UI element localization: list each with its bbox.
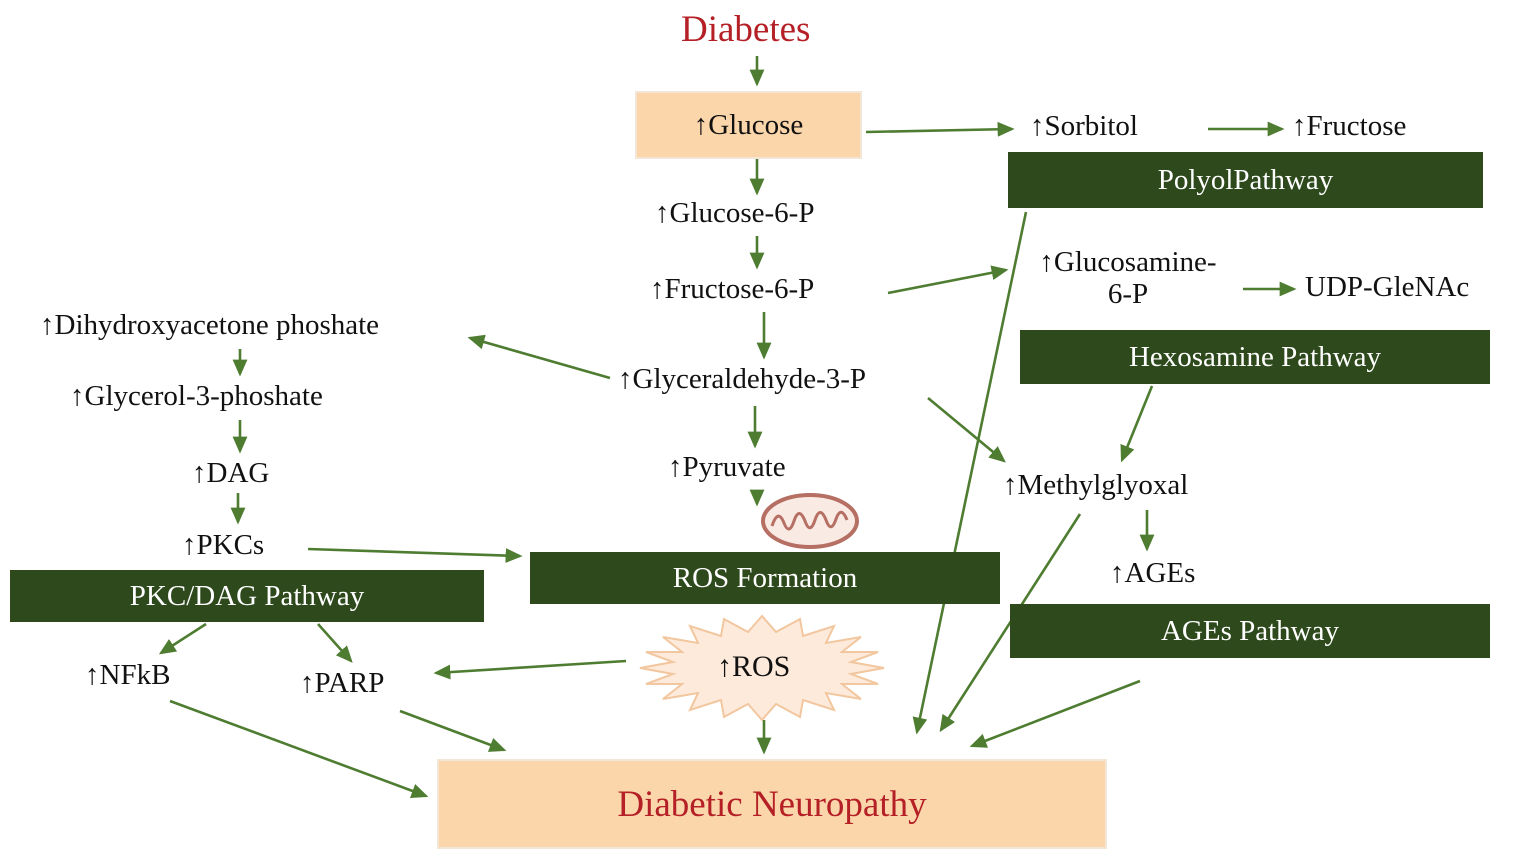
diabetic-neuropathy-label: Diabetic Neuropathy [617, 783, 927, 825]
page-title-diabetes: Diabetes [681, 9, 811, 50]
arrow-pkcs-to-rosformation [307, 547, 523, 563]
polyol-pathway-banner: PolyolPathway [1008, 152, 1483, 208]
pyruvate-label: ↑Pyruvate [668, 451, 786, 483]
dag-label: ↑DAG [192, 457, 270, 489]
hexosamine-pathway-banner: Hexosamine Pathway [1020, 330, 1490, 384]
fructose-label: ↑Fructose [1292, 110, 1407, 142]
glucosamine-6-p-label: ↑Glucosamine- 6-P [1012, 246, 1244, 311]
arrow-parp-to-neuropathy [399, 709, 507, 752]
udp-glenac-label: UDP-GleNAc [1305, 271, 1470, 303]
arrow-nfkb-to-neuropathy [169, 699, 429, 798]
glycerol-3-phosphate-label: ↑Glycerol-3-phoshate [70, 380, 323, 412]
glyceraldehyde-3-p-label: ↑Glyceraldehyde-3-P [618, 363, 867, 395]
glucose-label: ↑Glucose [693, 108, 804, 141]
fructose-6-p-label: ↑Fructose-6-P [650, 273, 815, 305]
arrow-pkcdag-to-parp [317, 623, 353, 663]
glucose-box: ↑Glucose [635, 91, 862, 159]
ages-pathway-banner: AGEs Pathway [1010, 604, 1490, 658]
arrow-ros-to-parp [433, 659, 627, 680]
sorbitol-label: ↑Sorbitol [1030, 110, 1138, 142]
arrow-agespathway-to-neuropathy [969, 679, 1141, 748]
glucose-6-p-label: ↑Glucose-6-P [655, 197, 815, 229]
diabetic-neuropathy-box: Diabetic Neuropathy [437, 759, 1107, 849]
glucosamine-6-p-line1: ↑Glucosamine- [1039, 246, 1217, 278]
arrow-fructose6p-to-glucosamine [887, 265, 1009, 295]
arrow-hexosamine-to-methylglyoxal [1120, 385, 1154, 463]
arrow-glucose-to-sorbitol [865, 121, 1015, 137]
nfkb-label: ↑NFkB [85, 659, 171, 691]
mitochondria-icon [761, 493, 859, 549]
pkcs-label: ↑PKCs [182, 529, 265, 561]
parp-label: ↑PARP [300, 667, 385, 699]
ros-formation-banner: ROS Formation [530, 552, 1000, 604]
pkc-dag-pathway-banner: PKC/DAG Pathway [10, 570, 484, 622]
dihydroxyacetone-label: ↑Dihydroxyacetone phoshate [40, 309, 380, 341]
arrow-glyceraldehyde-to-dihydroxyacetone [467, 334, 611, 380]
arrow-pkcdag-to-nfkb [158, 622, 207, 655]
methylglyoxal-label: ↑Methylglyoxal [1003, 469, 1189, 501]
ages-label: ↑AGEs [1110, 557, 1196, 589]
glucosamine-6-p-line2: 6-P [1107, 278, 1149, 311]
arrow-glyceraldehyde-to-methylglyoxal [927, 396, 1006, 463]
ros-label: ↑ROS [717, 650, 791, 683]
